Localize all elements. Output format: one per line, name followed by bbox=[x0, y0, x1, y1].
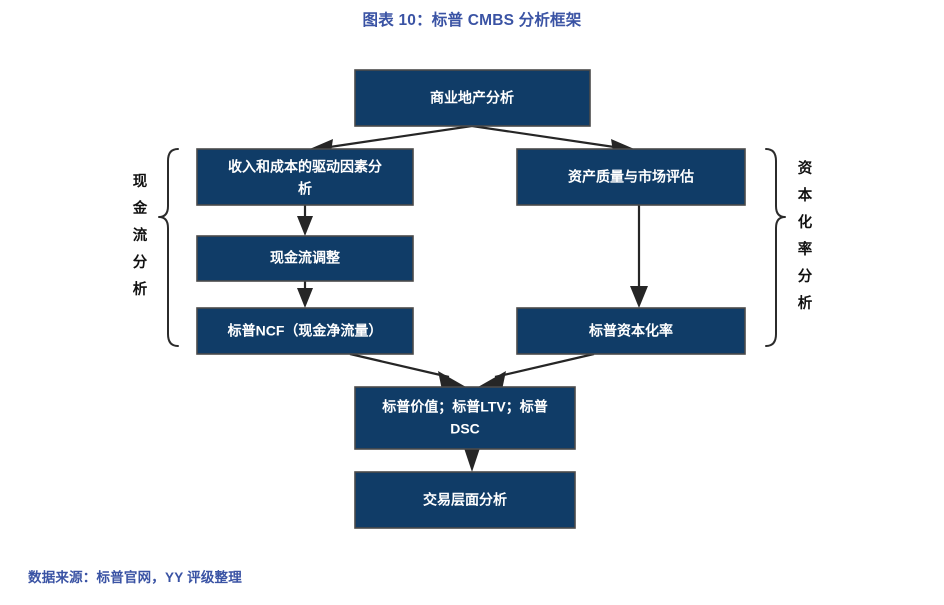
group-label-left: 现 金 流 分 析 bbox=[132, 173, 148, 298]
diagram-canvas: 现 金 流 分 析 资 本 化 率 分 析 商业地产分析 收入和成本的驱动因素分… bbox=[0, 44, 944, 544]
node-cashflow-adjustment[interactable]: 现金流调整 bbox=[196, 235, 414, 282]
edge-cashflow-adjustment-to-sp-ncf bbox=[297, 281, 313, 308]
node-asset-quality-market-line-0: 资产质量与市场评估 bbox=[568, 169, 694, 185]
source-note: 数据来源：标普官网，YY 评级整理 bbox=[28, 570, 242, 585]
group-label-left-char-0: 现 bbox=[133, 173, 148, 190]
node-asset-quality-market[interactable]: 资产质量与市场评估 bbox=[516, 148, 746, 206]
group-label-left-char-2: 流 bbox=[133, 226, 148, 244]
group-label-right-char-0: 资 bbox=[798, 159, 813, 177]
group-label-right-char-5: 析 bbox=[798, 294, 813, 312]
node-sp-ncf[interactable]: 标普NCF（现金净流量） bbox=[196, 307, 414, 355]
node-root-line-0: 商业地产分析 bbox=[430, 90, 514, 106]
brace-right-group bbox=[765, 148, 786, 347]
group-label-right-char-2: 化 bbox=[798, 213, 813, 231]
node-sp-cap-rate[interactable]: 标普资本化率 bbox=[516, 307, 746, 355]
edge-cap-rate-to-value-ltv-dsc bbox=[478, 352, 595, 390]
node-sp-ncf-line-0: 标普NCF（现金净流量） bbox=[227, 323, 383, 339]
node-revenue-cost-drivers-line-0: 收入和成本的驱动因素分 bbox=[228, 159, 382, 175]
edge-value-ltv-dsc-to-transaction bbox=[464, 448, 480, 472]
page-title: 图表 10：标普 CMBS 分析框架 bbox=[362, 12, 582, 29]
group-label-right-char-3: 率 bbox=[798, 240, 813, 258]
node-root[interactable]: 商业地产分析 bbox=[354, 69, 591, 127]
edge-layer bbox=[297, 124, 648, 472]
node-sp-value-ltv-dsc-line-1: DSC bbox=[450, 421, 480, 437]
group-label-right-char-4: 分 bbox=[798, 268, 813, 285]
group-label-left-char-3: 分 bbox=[133, 254, 148, 271]
brace-left-group bbox=[158, 148, 179, 347]
node-revenue-cost-drivers[interactable]: 收入和成本的驱动因素分 析 bbox=[196, 148, 414, 206]
edge-sp-ncf-to-value-ltv-dsc bbox=[349, 352, 466, 390]
node-transaction-level-line-0: 交易层面分析 bbox=[423, 492, 507, 508]
group-label-left-char-4: 析 bbox=[133, 280, 148, 298]
node-sp-value-ltv-dsc-line-0: 标普价值；标普LTV；标普 bbox=[381, 399, 547, 416]
group-label-right-char-1: 本 bbox=[798, 186, 813, 204]
edge-asset-quality-to-cap-rate bbox=[630, 205, 648, 308]
edge-revenue-to-cashflow-adjustment bbox=[297, 205, 313, 236]
node-sp-value-ltv-dsc[interactable]: 标普价值；标普LTV；标普 DSC bbox=[354, 386, 576, 450]
group-label-left-char-1: 金 bbox=[132, 199, 148, 217]
node-revenue-cost-drivers-line-1: 析 bbox=[298, 181, 312, 197]
node-cashflow-adjustment-line-0: 现金流调整 bbox=[270, 250, 341, 266]
node-transaction-level[interactable]: 交易层面分析 bbox=[354, 471, 576, 529]
node-sp-cap-rate-line-0: 标普资本化率 bbox=[588, 323, 673, 339]
group-label-right: 资 本 化 率 分 析 bbox=[798, 159, 813, 312]
